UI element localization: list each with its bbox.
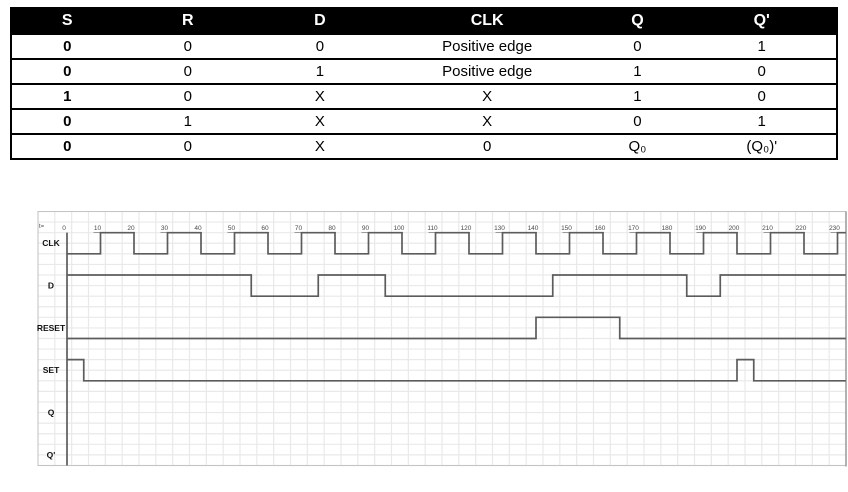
table-cell: 1 (122, 109, 253, 135)
waveform-reset (67, 316, 846, 340)
table-cell: 0 (11, 59, 123, 85)
table-row: 1 0 X X 1 0 (11, 84, 837, 110)
table-cell: 1 (587, 84, 688, 110)
waveform-set (67, 358, 846, 382)
table-row: 0 1 X X 0 1 (11, 109, 837, 135)
truth-table: S R D CLK Q Q' 0 0 0 Positive edge 0 1 0… (10, 7, 838, 160)
time-tick-label: 110 (427, 225, 438, 232)
time-tick-label: 160 (595, 225, 606, 232)
table-cell: 0 (11, 109, 123, 135)
time-tick-label: 80 (328, 225, 336, 232)
time-tick-label: 100 (394, 225, 405, 232)
time-tick-label: 170 (628, 225, 639, 232)
signal-label-q: Q (48, 408, 55, 418)
table-cell: 1 (687, 109, 837, 135)
table-cell: 0 (11, 134, 123, 160)
table-cell: (Q₀)' (687, 134, 837, 160)
time-tick-label: 200 (729, 225, 740, 232)
time-tick-label: 120 (461, 225, 472, 232)
table-cell: 0 (122, 59, 253, 85)
table-row: 0 0 1 Positive edge 1 0 (11, 59, 837, 85)
time-tick-label: 10 (94, 225, 102, 232)
time-axis-label: t= (39, 224, 45, 230)
table-cell: 0 (122, 134, 253, 160)
table-cell: Positive edge (386, 59, 588, 85)
col-header-q: Q (587, 8, 688, 35)
table-cell: 1 (11, 84, 123, 110)
time-tick-label: 60 (261, 225, 269, 232)
time-tick-label: 230 (829, 225, 840, 232)
col-header-d: D (253, 8, 387, 35)
time-tick-label: 0 (62, 225, 66, 232)
signal-label-d: D (48, 281, 54, 291)
table-cell: 0 (11, 34, 123, 60)
signal-label-reset: RESET (37, 323, 66, 333)
col-header-clk: CLK (386, 8, 588, 35)
signal-label-clk: CLK (42, 238, 60, 248)
time-tick-label: 190 (695, 225, 706, 232)
waveform-clk (67, 231, 846, 255)
signal-label-q-prime: Q' (47, 450, 56, 460)
table-cell: X (253, 84, 387, 110)
table-cell: X (386, 84, 588, 110)
time-tick-label: 180 (662, 225, 673, 232)
time-tick-label: 30 (161, 225, 169, 232)
time-tick-label: 220 (796, 225, 807, 232)
table-cell: X (386, 109, 588, 135)
time-tick-label: 130 (494, 225, 505, 232)
waveform-d (67, 274, 846, 298)
time-tick-label: 140 (528, 225, 539, 232)
table-cell: 1 (253, 59, 387, 85)
col-header-r: R (122, 8, 253, 35)
time-tick-label: 20 (127, 225, 135, 232)
col-header-q-prime: Q' (687, 8, 837, 35)
timing-diagram: t= 0 10 20 30 40 50 60 70 80 90 100 110 120 130 140 150 1… (36, 210, 847, 467)
table-cell: 0 (253, 34, 387, 60)
table-cell: 1 (687, 34, 837, 60)
table-cell: 0 (386, 134, 588, 160)
table-row: 0 0 X 0 Q₀ (Q₀)' (11, 134, 837, 160)
table-cell: X (253, 109, 387, 135)
truth-table-header: S R D CLK Q Q' (11, 8, 837, 35)
table-cell: X (253, 134, 387, 160)
table-cell: 0 (687, 59, 837, 85)
table-cell: 0 (587, 109, 688, 135)
time-tick-label: 150 (561, 225, 572, 232)
table-cell: 0 (122, 34, 253, 60)
table-cell: 0 (122, 84, 253, 110)
time-tick-label: 210 (762, 225, 773, 232)
time-tick-label: 90 (362, 225, 370, 232)
signal-label-set: SET (43, 365, 60, 375)
timing-diagram-svg: t= 0 10 20 30 40 50 60 70 80 90 100 110 120 130 140 150 1… (37, 210, 847, 467)
time-tick-label: 70 (295, 225, 303, 232)
table-cell: 0 (587, 34, 688, 60)
table-cell: Positive edge (386, 34, 588, 60)
time-tick-label: 50 (228, 225, 236, 232)
table-cell: 1 (587, 59, 688, 85)
table-cell: 0 (687, 84, 837, 110)
col-header-s: S (11, 8, 123, 35)
time-tick-label: 40 (194, 225, 202, 232)
table-cell: Q₀ (587, 134, 688, 160)
table-row: 0 0 0 Positive edge 0 1 (11, 34, 837, 60)
